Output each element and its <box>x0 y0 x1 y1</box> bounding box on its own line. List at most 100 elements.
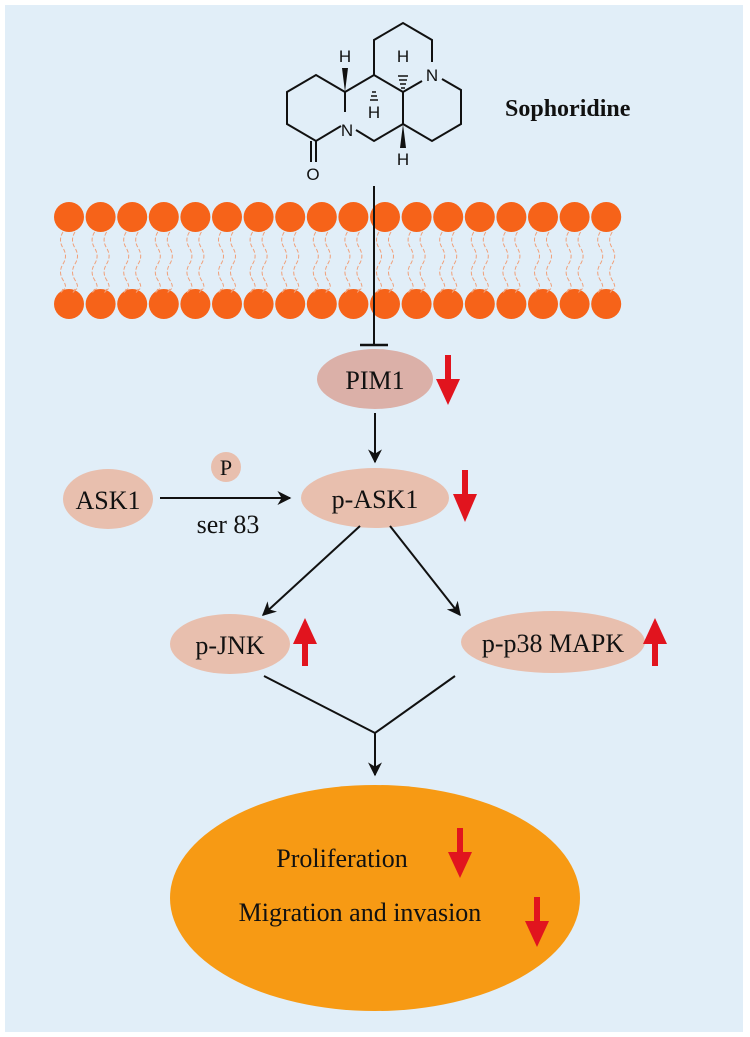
lipid-head-inner <box>433 289 464 319</box>
lipid-head-inner <box>212 289 242 319</box>
lipid-head-outer <box>338 202 369 232</box>
atom-n: N <box>426 66 438 85</box>
down-arrow-icon <box>525 897 549 947</box>
up-arrow-icon <box>293 618 317 666</box>
lipid-head-outer <box>591 202 622 232</box>
site-label: ser 83 <box>197 510 260 539</box>
ask1-label: ASK1 <box>75 486 140 515</box>
lipid-head-outer <box>54 202 84 232</box>
lipid-tail <box>91 231 98 294</box>
lipid-tail <box>356 231 363 294</box>
lipid-tail <box>514 231 521 294</box>
lipid-tail <box>419 231 426 294</box>
edge-pask1-pjnk <box>261 525 361 616</box>
lipid-head-outer <box>464 202 495 232</box>
lipid-head-inner <box>338 289 369 319</box>
hash-bond <box>370 75 408 101</box>
lipid-head-inner <box>148 289 179 319</box>
lipid-head-outer <box>306 202 337 232</box>
migration-invasion-label: Migration and invasion <box>239 898 482 927</box>
wedge-bond <box>400 124 406 148</box>
p-ask1-node <box>301 468 449 528</box>
proliferation-label: Proliferation <box>276 844 407 873</box>
p-ask1-label: p-ASK1 <box>332 485 419 514</box>
lipid-tail <box>60 231 66 294</box>
up-arrow-icon <box>643 618 667 666</box>
lipid-head-inner <box>496 289 527 319</box>
lipid-tail <box>154 231 161 294</box>
lipid-head-inner <box>370 289 400 319</box>
atom-n: N <box>341 121 353 140</box>
lipid-tail <box>166 231 173 294</box>
lipid-head-inner <box>85 289 116 319</box>
lipid-head-outer <box>559 202 590 232</box>
lipid-head-outer <box>85 202 116 232</box>
lipid-tail <box>609 231 616 294</box>
edge-convergence <box>263 675 456 735</box>
atom-h: H <box>368 103 380 122</box>
lipid-head-inner <box>591 289 622 319</box>
lipid-head-outer <box>401 202 432 232</box>
ask1-node <box>63 469 153 529</box>
lipid-tail <box>546 231 552 294</box>
p-jnk-label: p-JNK <box>195 631 265 660</box>
p-p38-node <box>461 611 645 673</box>
lipid-head-outer <box>370 202 400 232</box>
lipid-head-outer <box>148 202 179 232</box>
lipid-head-outer <box>528 202 558 232</box>
lipid-tail <box>565 231 572 294</box>
cell-membrane <box>54 202 622 319</box>
lipid-head-outer <box>243 202 274 232</box>
atom-h: H <box>397 47 409 66</box>
lipid-head-inner <box>275 289 306 319</box>
atom-o: O <box>306 165 319 184</box>
sophoridine-structure <box>286 21 462 162</box>
lipid-tail <box>249 231 256 294</box>
lipid-tail <box>534 231 540 294</box>
lipid-tail <box>293 231 300 294</box>
down-arrow-icon <box>453 470 477 522</box>
lipid-tail <box>123 231 130 294</box>
edge-pask1-pp38 <box>389 525 461 617</box>
lipid-tail <box>597 231 604 294</box>
outcome-node <box>170 785 580 1011</box>
atom-h: H <box>339 47 351 66</box>
lipid-head-outer <box>117 202 148 232</box>
lipid-tail <box>230 231 236 294</box>
lipid-head-inner <box>401 289 432 319</box>
lipid-tail <box>482 231 489 294</box>
lipid-head-inner <box>243 289 274 319</box>
lipid-head-outer <box>275 202 306 232</box>
lipid-tail <box>324 231 331 294</box>
lipid-head-inner <box>54 289 84 319</box>
lipid-tail <box>439 231 446 294</box>
lipid-head-inner <box>306 289 337 319</box>
lipid-head-inner <box>464 289 495 319</box>
lipid-head-inner <box>528 289 558 319</box>
lipid-head-inner <box>180 289 211 319</box>
p-jnk-node <box>170 614 290 674</box>
lipid-tail <box>312 231 319 294</box>
lipid-head-inner <box>117 289 148 319</box>
lipid-head-outer <box>433 202 464 232</box>
pim1-label: PIM1 <box>345 366 404 395</box>
phosphate-label: P <box>220 455 232 480</box>
down-arrow-icon <box>436 355 460 405</box>
lipid-tail <box>261 231 268 294</box>
lipid-tail <box>344 231 351 294</box>
lipid-tail <box>376 231 382 294</box>
pim1-node <box>317 349 433 409</box>
lipid-tail <box>502 231 509 294</box>
lipid-tail <box>103 231 110 294</box>
lipid-tail <box>186 231 193 294</box>
lipid-tail <box>407 231 414 294</box>
lipid-tail <box>577 231 584 294</box>
lipid-head-outer <box>180 202 211 232</box>
lipid-tail <box>470 231 477 294</box>
atom-h: H <box>397 150 409 169</box>
p-p38-label: p-p38 MAPK <box>482 629 625 658</box>
lipid-tail <box>135 231 142 294</box>
lipid-tail <box>451 231 458 294</box>
lipid-tail <box>281 231 288 294</box>
